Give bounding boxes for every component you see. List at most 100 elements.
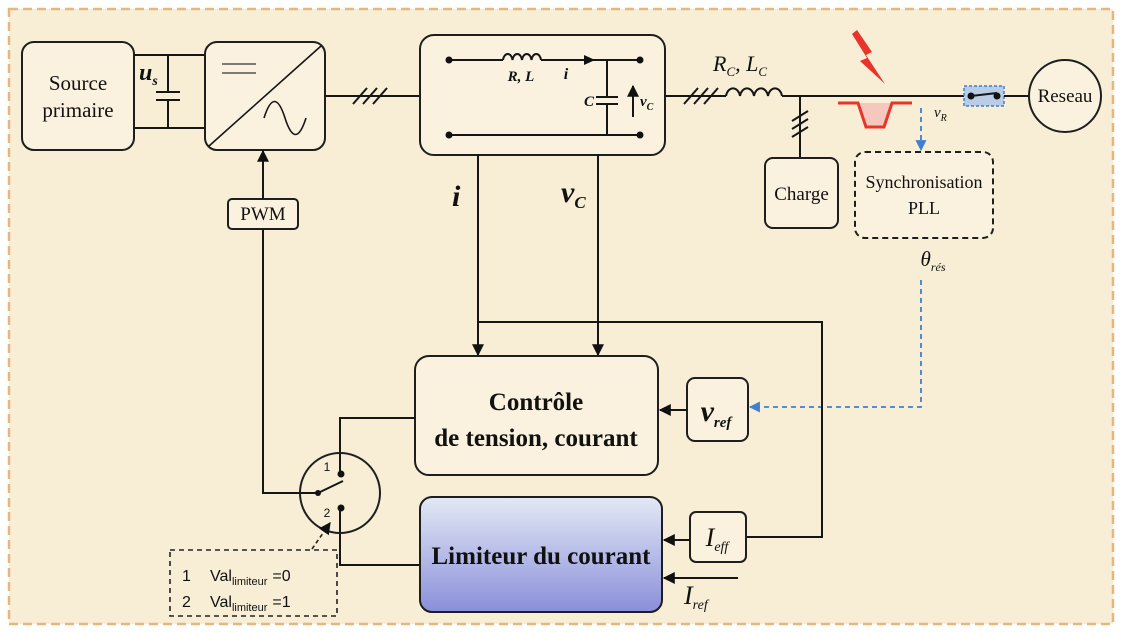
inverter-block bbox=[204, 41, 326, 151]
measurements: i vC bbox=[452, 155, 823, 538]
filter-inductor-icon bbox=[502, 53, 542, 61]
rc-main: R bbox=[712, 51, 727, 76]
filter-vc-sub: C bbox=[647, 102, 654, 113]
pwm-label: PWM bbox=[240, 204, 286, 225]
reseau-label: Reseau bbox=[1038, 86, 1093, 107]
ieff-sub: eff bbox=[714, 540, 730, 555]
theta-label: θrés bbox=[921, 247, 946, 274]
iref-label: Iref bbox=[683, 581, 710, 613]
vref-main: v bbox=[701, 395, 715, 428]
grid-fault bbox=[838, 30, 912, 129]
ieff-label: Ieff bbox=[705, 523, 731, 555]
vr-sub: R bbox=[940, 113, 947, 124]
lc-filter-block: R, L i C vC bbox=[419, 34, 666, 156]
dashed-frame bbox=[7, 7, 1115, 626]
measure-vc-label: vC bbox=[561, 176, 586, 212]
ieff-box bbox=[689, 511, 747, 563]
us-sub: s bbox=[151, 74, 158, 89]
line-impedance: RC, LC bbox=[665, 51, 964, 105]
charge-block: Charge bbox=[764, 96, 839, 229]
vr-main: v bbox=[934, 105, 941, 121]
switch-contact-2 bbox=[337, 504, 345, 512]
vref-box bbox=[686, 377, 749, 442]
legend-row-1-num: 1 bbox=[182, 568, 191, 585]
filter-node-top-left bbox=[445, 56, 453, 64]
three-phase-hash-1 bbox=[352, 87, 368, 105]
dc-link: us bbox=[134, 54, 205, 129]
limiter-label: Limiteur du courant bbox=[432, 543, 652, 570]
legend-row-1-sub: limiteur bbox=[232, 576, 268, 588]
limiter-box bbox=[419, 496, 663, 613]
charge-hash-2 bbox=[791, 118, 809, 130]
legend-row-1-label: Val bbox=[210, 568, 232, 585]
sync-box bbox=[854, 151, 994, 239]
charge-label: Charge bbox=[774, 184, 829, 205]
theta-main: θ bbox=[921, 247, 931, 271]
voltage-dip-fill bbox=[858, 103, 892, 127]
limiter-to-switch-wire bbox=[339, 509, 420, 566]
source-primaire-block: Source primaire bbox=[21, 41, 135, 151]
legend-row-1: 1 Vallimiteur =0 bbox=[182, 568, 291, 588]
synchronisation-block: vR Synchronisation PLL θrés bbox=[748, 105, 994, 413]
line-inductor-icon bbox=[725, 87, 783, 97]
filter-i-label: i bbox=[564, 66, 569, 83]
reseau-circle bbox=[1028, 59, 1102, 133]
lc-main: , L bbox=[735, 51, 758, 76]
legend-box bbox=[169, 549, 338, 617]
switch-contact-1 bbox=[337, 470, 345, 478]
charge-hash-3 bbox=[791, 126, 809, 138]
i-to-ieff-wire bbox=[478, 321, 823, 538]
control-box bbox=[414, 355, 659, 476]
pwm-block: PWM bbox=[227, 149, 318, 494]
limiter-block: Limiteur du courant bbox=[419, 496, 663, 613]
iref-sub: ref bbox=[693, 598, 710, 613]
ieff-block: Ieff bbox=[662, 511, 747, 563]
control-label-line1: Contrôle bbox=[489, 389, 583, 416]
filter-vc-main: v bbox=[640, 94, 647, 110]
filter-box bbox=[419, 34, 666, 156]
control-block: Contrôle de tension, courant bbox=[414, 355, 659, 476]
measure-i-label: i bbox=[452, 180, 461, 213]
voltage-dip-waveform bbox=[838, 101, 912, 129]
three-phase-hash-5 bbox=[693, 87, 709, 105]
sync-label-line2: PLL bbox=[908, 198, 940, 218]
sync-label-line1: Synchronisation bbox=[866, 172, 983, 192]
source-box bbox=[21, 41, 135, 151]
three-phase-hash-4 bbox=[683, 87, 699, 105]
filter-c-label: C bbox=[584, 94, 595, 110]
lc-sub: C bbox=[758, 64, 767, 79]
filter-rl-label: R, L bbox=[507, 69, 535, 85]
rc-sub: C bbox=[726, 64, 735, 79]
control-label-line2: de tension, courant bbox=[434, 425, 638, 452]
three-phase-hash-3 bbox=[372, 87, 388, 105]
theta-sub: rés bbox=[931, 260, 946, 274]
us-main: u bbox=[139, 60, 152, 86]
legend-row-1-value: =0 bbox=[272, 568, 290, 585]
legend-row-2-num: 2 bbox=[182, 594, 191, 611]
breaker-contact-right bbox=[993, 92, 1001, 100]
theta-to-vref-arrow bbox=[748, 280, 922, 413]
inverter-diagonal bbox=[208, 45, 322, 147]
selector-switch: 1 2 bbox=[299, 417, 420, 566]
switch-pos2-label: 2 bbox=[324, 506, 331, 520]
reseau-block: Reseau bbox=[1028, 59, 1102, 133]
charge-box bbox=[764, 157, 839, 229]
ac-link-1 bbox=[325, 87, 420, 105]
breaker bbox=[963, 85, 1029, 107]
vref-block: vref bbox=[658, 377, 749, 442]
measure-vc-sub: C bbox=[574, 193, 586, 212]
us-label: us bbox=[139, 60, 158, 89]
three-phase-hash-6 bbox=[703, 87, 719, 105]
legend-pointer-arrow bbox=[311, 522, 331, 550]
charge-hash-1 bbox=[791, 110, 809, 122]
measure-vc-main: v bbox=[561, 176, 575, 209]
source-label-line2: primaire bbox=[42, 98, 113, 122]
current-arrow-icon bbox=[584, 55, 595, 65]
filter-node-bottom-right bbox=[636, 131, 644, 139]
filter-node-top-right bbox=[636, 56, 644, 64]
line-impedance-label: RC, LC bbox=[712, 51, 767, 79]
source-label-line1: Source bbox=[49, 71, 107, 95]
